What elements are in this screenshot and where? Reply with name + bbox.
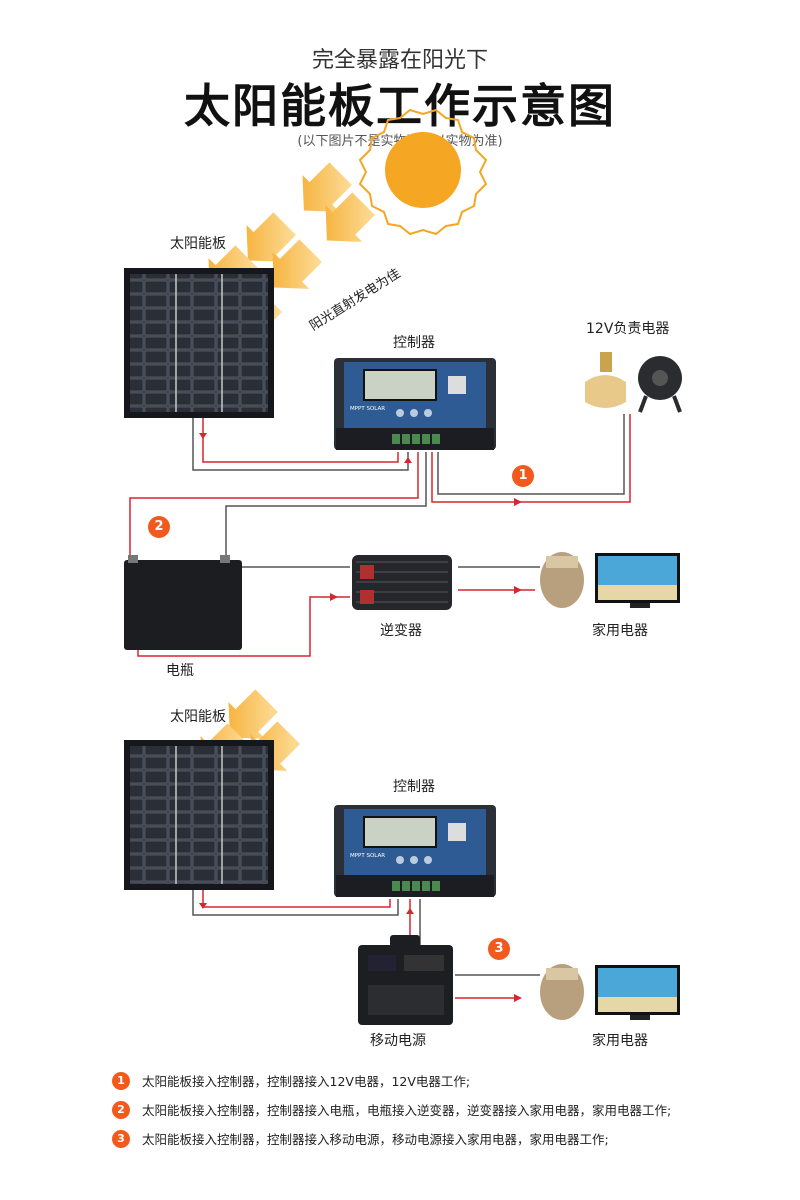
controller-label-2: 控制器 <box>393 779 435 795</box>
legend-item-3: 3 太阳能板接入控制器，控制器接入移动电源，移动电源接入家用电器，家用电器工作; <box>112 1129 609 1148</box>
legend-text-3: 太阳能板接入控制器，控制器接入移动电源，移动电源接入家用电器，家用电器工作; <box>142 1132 609 1147</box>
legend-item-1: 1 太阳能板接入控制器，控制器接入12V电器，12V电器工作; <box>112 1071 470 1090</box>
step-badge-2: 2 <box>148 516 170 538</box>
step-badge-1: 1 <box>512 465 534 487</box>
solar-panel-1 <box>124 268 274 418</box>
step-badge-3: 3 <box>488 938 510 960</box>
rice-cooker-icon-2 <box>540 964 584 1020</box>
bulb-icon <box>585 352 626 408</box>
appliance-label-2: 家用电器 <box>592 1033 648 1049</box>
battery-icon <box>124 555 242 650</box>
svg-text:MPPT SOLAR: MPPT SOLAR <box>350 406 385 412</box>
rice-cooker-icon <box>540 552 584 608</box>
tv-icon-2 <box>595 965 680 1020</box>
appliance-label-1: 家用电器 <box>592 623 648 639</box>
legend-badge-2: 2 <box>112 1100 130 1119</box>
panel-label-2: 太阳能板 <box>170 709 226 725</box>
controller-2: MPPT SOLAR <box>334 805 496 897</box>
subtitle: 完全暴露在阳光下 <box>311 48 488 73</box>
inverter-icon <box>352 555 452 610</box>
legend-badge-1: 1 <box>112 1071 130 1090</box>
legend-text-1: 太阳能板接入控制器，控制器接入12V电器，12V电器工作; <box>142 1074 471 1089</box>
legend-badge-3: 3 <box>112 1129 130 1148</box>
legend-text-2: 太阳能板接入控制器，控制器接入电瓶，电瓶接入逆变器，逆变器接入家用电器，家用电器… <box>142 1103 672 1118</box>
svg-text:MPPT SOLAR: MPPT SOLAR <box>350 853 385 859</box>
power-station-icon <box>358 935 453 1025</box>
legend-item-2: 2 太阳能板接入控制器，控制器接入电瓶，电瓶接入逆变器，逆变器接入家用电器，家用… <box>112 1100 671 1119</box>
fan-icon <box>638 356 682 413</box>
controller-1: MPPT SOLAR <box>334 358 496 450</box>
controller-label-1: 控制器 <box>393 335 435 351</box>
page-title: 太阳能板工作示意图 <box>184 79 616 133</box>
solar-panel-2 <box>124 740 274 890</box>
battery-label: 电瓶 <box>166 663 194 679</box>
inverter-label: 逆变器 <box>380 623 422 639</box>
power-station-label: 移动电源 <box>370 1033 426 1049</box>
tv-icon <box>595 553 680 608</box>
panel-label-1: 太阳能板 <box>170 236 226 252</box>
load-label: 12V负责电器 <box>586 321 670 337</box>
sun-icon <box>358 108 488 236</box>
